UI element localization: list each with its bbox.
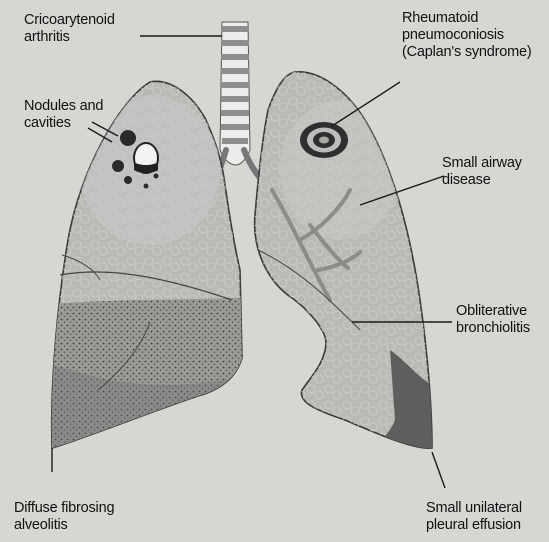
label-diffuse-fibrosing-alveolitis: Diffuse fibrosing alveolitis bbox=[14, 500, 114, 534]
label-rheumatoid-pneumoconiosis: Rheumatoid pneumoconiosis (Caplan's synd… bbox=[402, 10, 532, 61]
label-small-airway-disease: Small airway disease bbox=[442, 155, 522, 189]
caplan-nodule bbox=[300, 122, 348, 158]
label-nodules-and-cavities: Nodules and cavities bbox=[24, 98, 103, 132]
label-cricoarytenoid-arthritis: Cricoarytenoid arthritis bbox=[24, 12, 115, 46]
label-pleural-effusion: Small unilateral pleural effusion bbox=[426, 500, 522, 534]
label-obliterative-bronchiolitis: Obliterative bronchiolitis bbox=[456, 303, 530, 337]
tracheal-rings bbox=[221, 26, 249, 144]
